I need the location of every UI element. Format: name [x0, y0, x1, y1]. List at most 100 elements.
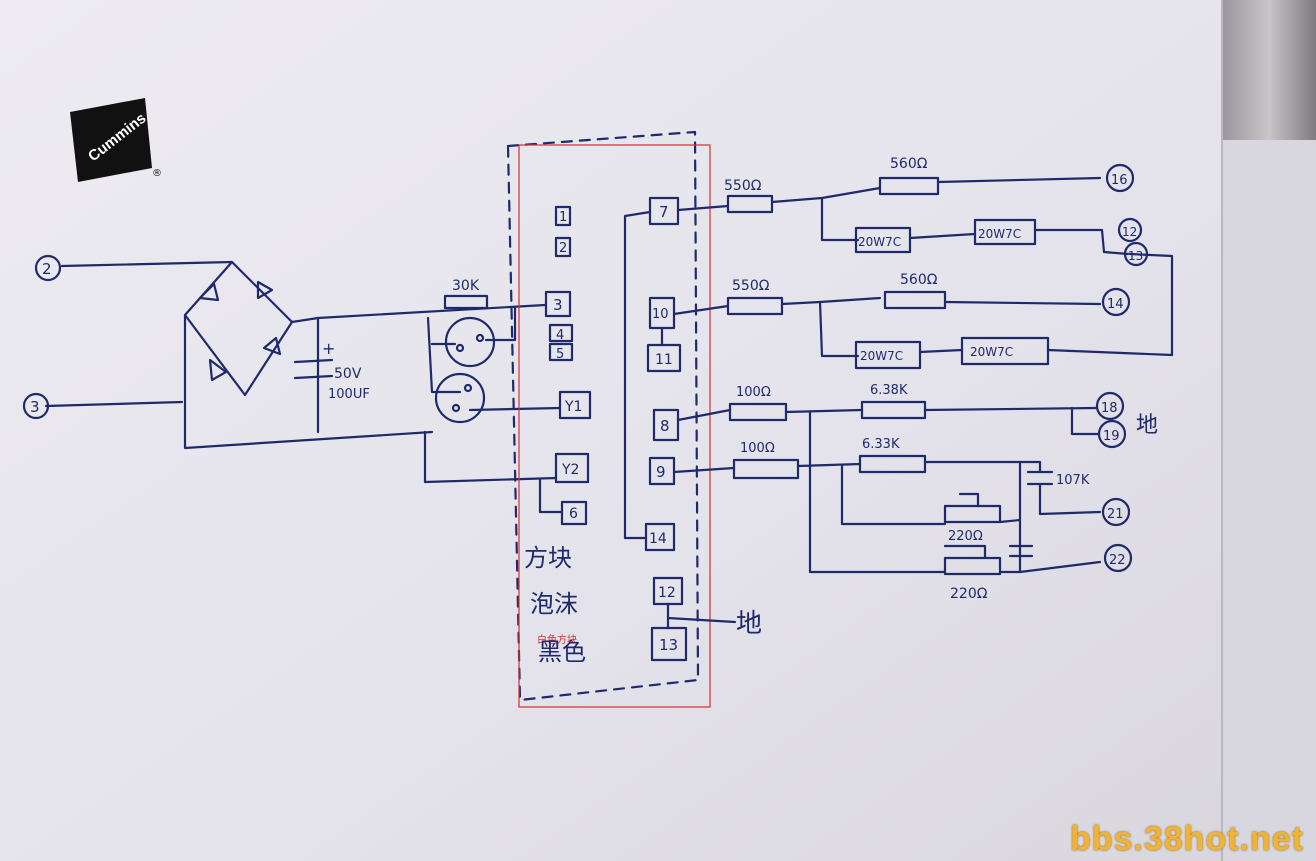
bridge-rectifier: [44, 260, 434, 450]
logo-registered: ®: [152, 168, 162, 179]
pin-4-box: [548, 323, 574, 343]
out-19: [1097, 419, 1127, 449]
r-a: [854, 226, 912, 254]
ground-wire: [666, 602, 737, 630]
pin-3-label: 3: [553, 296, 563, 314]
note-overlay: 白色方块: [537, 633, 577, 646]
note-line-1: 方块: [524, 544, 572, 572]
feed-wires: [316, 303, 562, 484]
r-main-label: 550Ω: [724, 178, 762, 194]
round-connector-bottom: [434, 372, 486, 424]
pin-14-box: [644, 522, 676, 552]
ground-label-right: 地: [1136, 413, 1158, 438]
r-main: [726, 194, 774, 214]
r-b-label: 20W7C: [970, 345, 1013, 359]
out-16-label: 16: [1111, 173, 1128, 188]
cap-plate-top: [293, 358, 334, 364]
cap-capacitance: 100UF: [328, 387, 370, 402]
highlight-box: [518, 144, 711, 708]
main-capacitor: + 50V 100UF: [293, 339, 370, 402]
cap-label: 107K: [1056, 473, 1090, 488]
note-line-3: 黑色: [538, 638, 586, 666]
pin-14-label: 14: [649, 531, 667, 547]
r-main-label: 550Ω: [732, 278, 770, 294]
r-main-label: 100Ω: [740, 441, 775, 456]
branch-wires: [672, 296, 1174, 358]
pin-3-box: [544, 290, 572, 318]
out-22-label: 22: [1109, 553, 1126, 568]
round-connector-top: [444, 316, 496, 368]
diode-4: [262, 336, 282, 356]
branch-wires: [676, 406, 1100, 436]
pin: [455, 343, 465, 353]
pot-a: [943, 504, 1002, 524]
out-14: [1101, 287, 1131, 317]
pin-2-label: 2: [559, 241, 567, 256]
ground-label: 地: [736, 609, 762, 639]
branch-wires: [672, 410, 1102, 574]
connector-housing: [506, 130, 700, 702]
lower-branch-2: 100Ω 6.33K 107K 220Ω 220Ω 21 22: [672, 410, 1133, 602]
pin-7-label: 7: [659, 203, 669, 221]
pin: [463, 383, 473, 393]
pin-11-label: 11: [655, 352, 673, 368]
r-b-label: 6.33K: [862, 437, 900, 452]
pin: [475, 333, 485, 343]
r-b: [858, 454, 927, 474]
r-top: [883, 290, 947, 310]
resistor-30k: 30K: [443, 278, 489, 310]
pin-11-box: [646, 343, 682, 373]
out-14-label: 14: [1107, 297, 1124, 312]
r-top: [878, 176, 940, 196]
pin-2-box: [554, 236, 572, 258]
pin-y2-box: [554, 452, 590, 484]
cap-voltage: 50V: [334, 366, 362, 382]
pot-b-wiper: [943, 544, 987, 560]
pot-b: [943, 556, 1002, 576]
out-16: [1105, 163, 1135, 193]
bus-wire: [623, 210, 652, 540]
r-a-label: 20W7C: [860, 349, 903, 363]
r-top-label: 560Ω: [900, 272, 938, 288]
diode-1: [198, 282, 220, 302]
cap-plate-bottom: [293, 374, 334, 380]
r-main-label: 100Ω: [736, 385, 771, 400]
out-19-label: 19: [1103, 429, 1120, 444]
watermark: bbs.38hot.net: [1069, 820, 1304, 858]
pin-y2-label: Y2: [561, 462, 579, 478]
out-22: [1103, 543, 1133, 573]
upper-branch-2: 550Ω 560Ω 20W7C 20W7C 14: [672, 272, 1174, 370]
logo-shape: [70, 98, 152, 182]
out-13: [1123, 241, 1149, 267]
round-connectors: [434, 316, 496, 424]
resistor-body: [443, 294, 489, 310]
r-b: [860, 400, 927, 420]
cap-polarity: +: [322, 339, 335, 358]
r-main: [732, 458, 800, 480]
r-main: [726, 296, 784, 316]
terminal-2: 2: [34, 254, 62, 282]
foil-corner: [1222, 0, 1316, 140]
out-12: [1117, 217, 1143, 243]
pin-12-label: 12: [658, 585, 676, 601]
diode-3: [208, 358, 228, 382]
pin-y1-box: [558, 390, 592, 420]
resistor-label: 30K: [452, 278, 480, 294]
upper-branch-1: 550Ω 560Ω 20W7C 20W7C 16 12 13: [676, 156, 1174, 357]
cummins-logo: Cummins ®: [70, 98, 162, 182]
terminal-label: 2: [42, 260, 52, 278]
paper-sheet: [0, 0, 1222, 861]
terminal-label: 3: [30, 398, 40, 416]
note-line-2: 泡沫: [530, 590, 578, 618]
pin-column-left: 1 2 3 4 5 Y1 Y2 6 方块 泡沫 白色方块 黑色: [524, 205, 592, 666]
paper-edge-right: [1222, 140, 1316, 861]
pin-6-label: 6: [569, 506, 578, 522]
out-21-label: 21: [1107, 507, 1124, 522]
pot-a-wiper: [958, 492, 980, 508]
pin-9-label: 9: [656, 463, 666, 481]
branch-wires: [676, 176, 1174, 357]
out-18: [1095, 391, 1125, 421]
pin-4-label: 4: [556, 328, 564, 343]
